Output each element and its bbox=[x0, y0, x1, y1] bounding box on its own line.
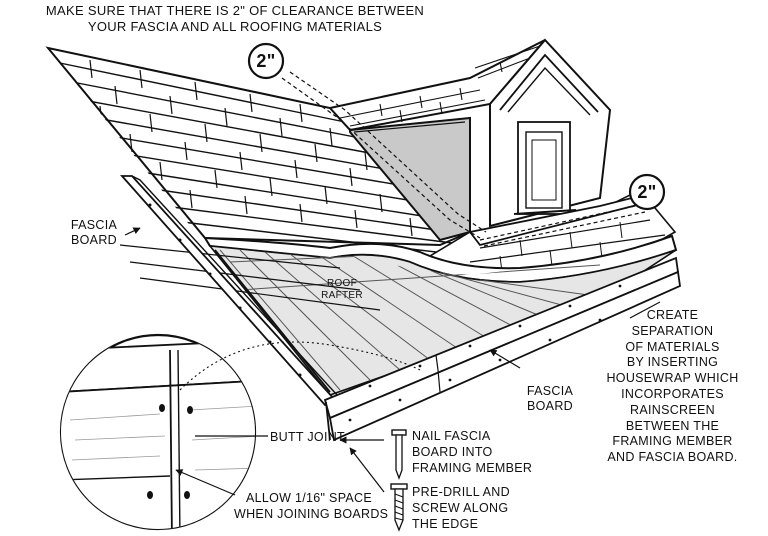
roof-rafter-label: ROOF RAFTER bbox=[321, 278, 363, 302]
fascia-board-label-left: FASCIA BOARD bbox=[70, 218, 118, 248]
leader-lines bbox=[124, 227, 661, 496]
top-note-line-2: YOUR FASCIA AND ALL ROOFING MATERIALS bbox=[87, 18, 383, 34]
allow-space-label: ALLOW 1/16" SPACE WHEN JOINING BOARDS bbox=[234, 491, 389, 521]
clearance-callout-upper-text: 2" bbox=[256, 51, 276, 71]
butt-joint-label: BUTT JOINT bbox=[270, 430, 345, 444]
top-note-line-1: MAKE SURE THAT THERE IS 2" OF CLEARANCE … bbox=[45, 3, 425, 18]
clearance-callout-lower-text: 2" bbox=[637, 182, 657, 202]
clearance-callout-upper bbox=[247, 42, 285, 80]
front-fascia-board bbox=[323, 256, 681, 442]
screw-icon bbox=[390, 483, 408, 532]
clearance-callout-lower bbox=[628, 173, 666, 211]
roof-edge bbox=[119, 234, 678, 396]
left-fascia-board bbox=[119, 175, 339, 407]
create-separation-label: CREATE SEPARATION OF MATERIALS BY INSERT… bbox=[606, 308, 739, 465]
pre-drill-label: PRE-DRILL AND SCREW ALONG THE EDGE bbox=[412, 485, 510, 531]
clearance-lines bbox=[281, 71, 646, 247]
fascia-board-label-right: FASCIA BOARD bbox=[526, 384, 574, 414]
top-clearance-note: MAKE SURE THAT THERE IS 2" OF CLEARANCE … bbox=[40, 3, 430, 35]
nail-icon bbox=[391, 429, 407, 480]
nail-fascia-label: NAIL FASCIA BOARD INTO FRAMING MEMBER bbox=[412, 429, 533, 475]
dormer bbox=[328, 38, 647, 247]
